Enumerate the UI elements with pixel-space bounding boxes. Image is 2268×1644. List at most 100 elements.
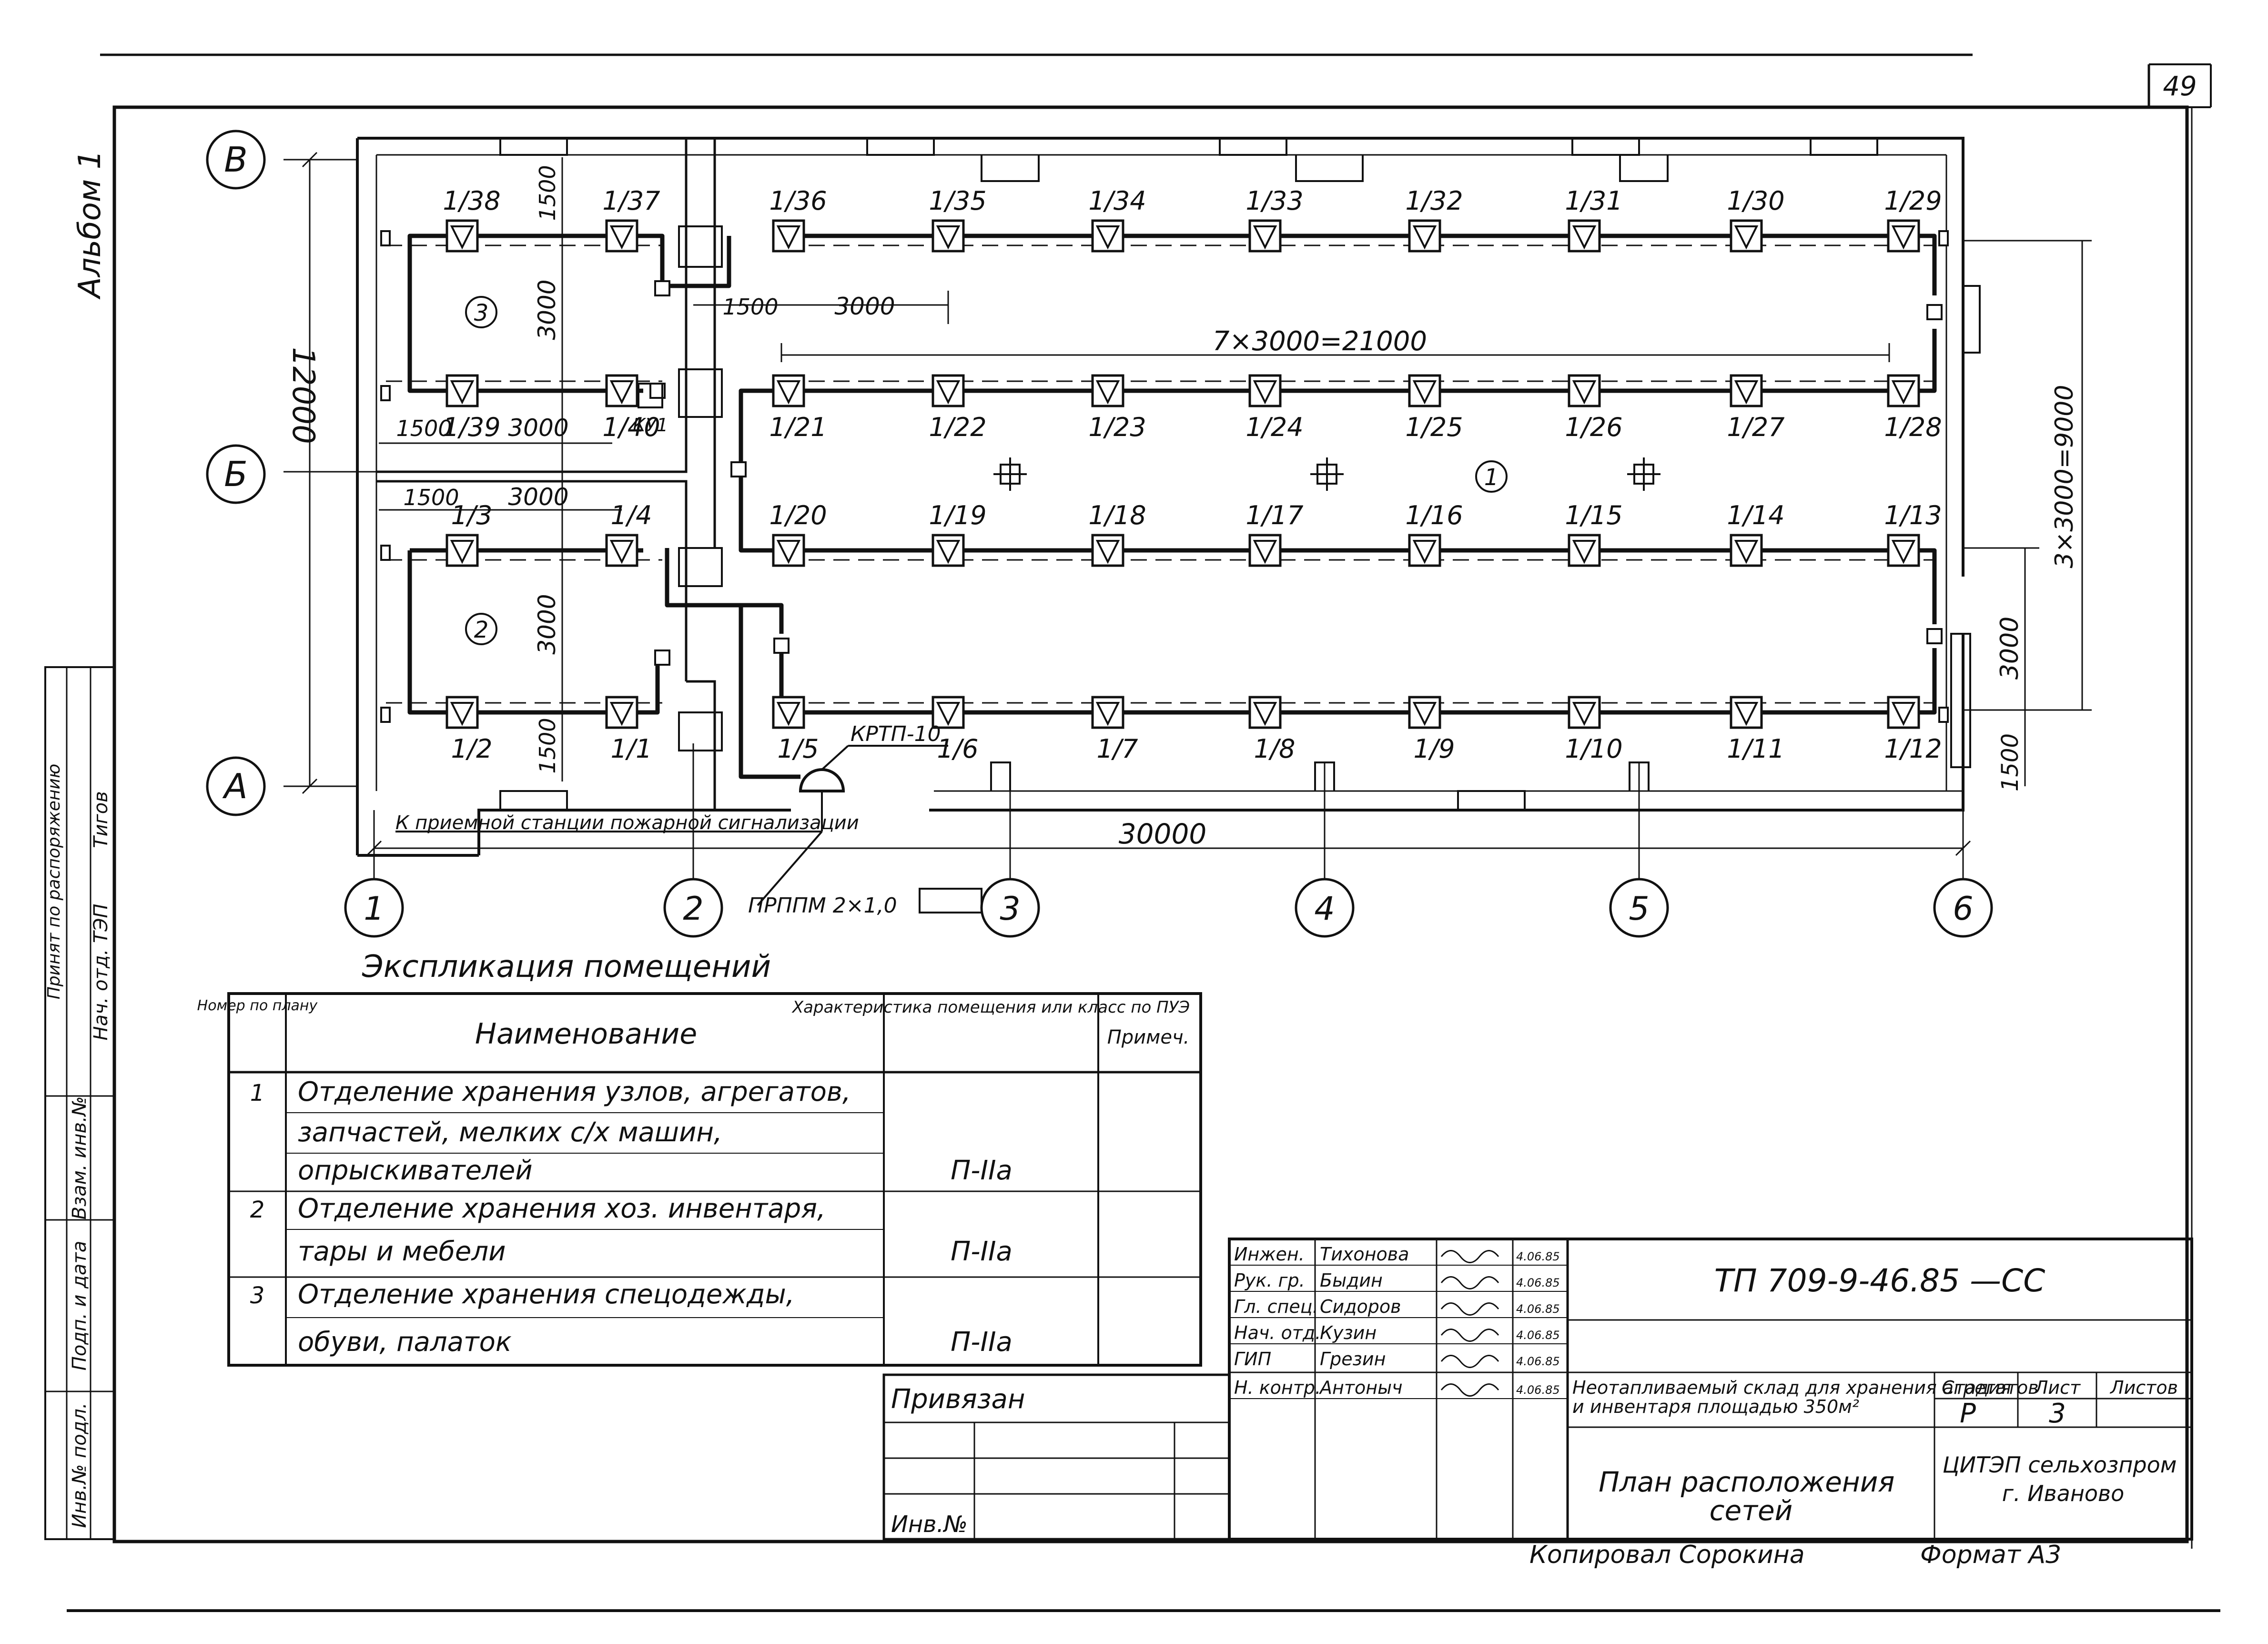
explication-row-name: Отделение хранения спецодежды, [298, 1279, 795, 1310]
page-number: 49 [2163, 71, 2197, 102]
smoke-detector-icon [450, 225, 475, 250]
smoke-detector-icon [1095, 225, 1120, 250]
signature-icon [1440, 1383, 1499, 1397]
smoke-detector-icon [1095, 702, 1120, 726]
smoke-detector-label: 1/27 [1727, 412, 1784, 442]
smoke-detector: 1/21 [769, 374, 827, 442]
grid-axes [284, 159, 1964, 879]
attached-block [882, 1373, 1231, 1541]
smoke-detector-label: 1/20 [769, 500, 827, 530]
smoke-detector-label: 1/16 [1405, 500, 1463, 530]
side-stamp-replace: Взам. инв.№ [69, 1096, 91, 1220]
smoke-detector: 1/13 [1884, 500, 1942, 567]
axis-bubble-col-2 [663, 878, 723, 938]
smoke-detector-label: 1/37 [602, 186, 660, 216]
doc-code: ТП 709-9-46.85 —СС [1714, 1262, 2045, 1299]
sheet-title-line2: сетей [1710, 1494, 1793, 1527]
smoke-detector: 1/19 [929, 500, 987, 567]
smoke-detector-label: 1/30 [1727, 186, 1784, 216]
building-walls [356, 137, 1981, 857]
smoke-detector-icon [609, 225, 634, 250]
smoke-detector-icon [1891, 225, 1916, 250]
smoke-detector-label: 1/26 [1565, 412, 1622, 442]
smoke-detector: 1/25 [1405, 374, 1463, 442]
staff-role: Инжен. [1234, 1244, 1305, 1265]
signature-icon [1440, 1276, 1499, 1289]
sheet-title: План расположения сетей [1599, 1466, 1904, 1527]
smoke-detector-icon [1734, 225, 1759, 250]
smoke-detector-label: 1/22 [929, 412, 986, 442]
axis-bubble-row-b [206, 444, 266, 504]
junction-box-label: КУ1 [633, 415, 668, 436]
axis-bubble-col-6 [1933, 878, 1993, 938]
axis-label-col-1: 1 [364, 890, 384, 928]
smoke-detector-icon [1412, 380, 1437, 405]
wiring-end-terminals [380, 230, 1949, 723]
title-block [1228, 1238, 2193, 1541]
dim-corr-1500: 1500 [722, 294, 778, 320]
smoke-detector-label: 1/13 [1884, 500, 1942, 530]
smoke-detector-label: 1/6 [937, 734, 979, 764]
explication-row-class: П-IIа [951, 1155, 1012, 1186]
stage-header: Стадия [1942, 1377, 2011, 1398]
ceiling-fixtures [993, 457, 1660, 491]
axis-label-row-v: В [224, 140, 247, 180]
smoke-detector: 1/30 [1727, 186, 1785, 253]
smoke-detector: 1/1 [605, 696, 652, 764]
axis-bubble-row-v [206, 130, 266, 190]
axis-label-col-3: 3 [1000, 890, 1020, 928]
smoke-detector-icon [1572, 380, 1597, 405]
smoke-detector: 1/8 [1248, 696, 1296, 764]
room-number-1: 1 [1484, 464, 1499, 491]
explication-header-num: Номер по плану [197, 997, 318, 1014]
smoke-detector-icon [936, 225, 961, 250]
copied-by: Копировал Сорокина [1529, 1541, 1805, 1569]
smoke-detector: 1/37 [602, 186, 660, 253]
smoke-detector: 1/22 [929, 374, 987, 442]
dim-spacing-row: 7×3000=21000 [1213, 326, 1427, 357]
explication-row-name: тары и мебели [298, 1236, 506, 1267]
smoke-detector-icon [450, 380, 475, 405]
smoke-detector: 1/11 [1727, 696, 1785, 764]
dim-right-3000: 3000 [1995, 617, 2024, 680]
smoke-detector-label: 1/7 [1097, 734, 1138, 764]
explication-row-name: обуви, палаток [298, 1327, 512, 1358]
staff-role: Нач. отд. [1234, 1322, 1321, 1343]
staff-date: 4.06.85 [1516, 1329, 1560, 1342]
signature-icon [1440, 1355, 1499, 1368]
dim-room3-3000b: 3000 [508, 414, 568, 442]
explication-title: Экспликация помещений [362, 949, 771, 984]
explication-header-class-text: Характеристика помещения или класс по ПУ… [791, 998, 1190, 1017]
smoke-detector-icon [609, 702, 634, 726]
smoke-detector: 1/40 [602, 374, 660, 442]
smoke-detector-label: 1/18 [1088, 500, 1146, 530]
smoke-detector-icon [450, 540, 475, 564]
smoke-detector: 1/34 [1088, 186, 1146, 253]
smoke-detector-label: 1/32 [1405, 186, 1463, 216]
smoke-detector-label: 1/15 [1565, 500, 1622, 530]
signature-icon [1440, 1250, 1499, 1263]
staff-name: Грезин [1320, 1349, 1386, 1370]
dim-overall-length: 30000 [1119, 818, 1207, 850]
sheet-title-line1: План расположения [1599, 1466, 1894, 1498]
axis-label-row-b: Б [224, 454, 247, 494]
smoke-detector-label: 1/8 [1254, 734, 1296, 764]
smoke-detector-label: 1/19 [929, 500, 986, 530]
cable-label: ПРППМ 2×1,0 [748, 893, 897, 918]
smoke-detector-label: 1/12 [1884, 734, 1942, 764]
dim-room2-3000: 3000 [533, 594, 561, 654]
explication-row-name: Отделение хранения узлов, агрегатов, [298, 1076, 851, 1107]
smoke-detector-label: 1/28 [1884, 412, 1942, 442]
smoke-detector: 1/31 [1565, 186, 1623, 253]
smoke-detector-icon [1734, 702, 1759, 726]
smoke-detector-label: 1/36 [769, 186, 827, 216]
smoke-detector-icon [1891, 380, 1916, 405]
side-stamp-inv: Инв.№ подл. [69, 1402, 91, 1528]
